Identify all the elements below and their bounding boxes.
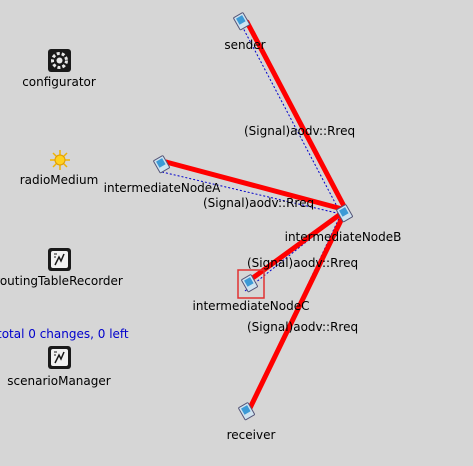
status-text: total 0 changes, 0 left: [0, 327, 129, 341]
sun-icon[interactable]: [50, 150, 70, 170]
message-label: (Signal)aodv::Rreq: [203, 196, 315, 210]
message-label: (Signal)aodv::Rreq: [247, 320, 359, 334]
host-sender-icon[interactable]: [233, 12, 250, 31]
receiver-label: receiver: [226, 428, 276, 442]
intermediateNodeA-label: intermediateNodeA: [103, 181, 221, 195]
gear-icon[interactable]: [48, 49, 71, 72]
link-receiver-b: [247, 207, 349, 411]
message-label: (Signal)aodv::Rreq: [247, 256, 359, 270]
scenarioManager-label: scenarioManager: [7, 374, 111, 388]
signal-paths: [161, 25, 342, 417]
host-receiver-icon[interactable]: [238, 402, 255, 421]
path-c-b: [244, 213, 342, 292]
configurator-label: configurator: [22, 75, 96, 89]
routingTableRecorder-label: routingTableRecorder: [0, 274, 123, 288]
scenario-manager-icon[interactable]: [48, 346, 71, 369]
message-label: (Signal)aodv::Rreq: [244, 124, 356, 138]
path-a-b: [161, 171, 342, 215]
intermediateNodeC-label: intermediateNodeC: [192, 299, 310, 313]
link-c-b: [247, 207, 349, 283]
recorder-icon[interactable]: [48, 248, 71, 271]
radioMedium-label: radioMedium: [19, 173, 99, 187]
wireless-links: [163, 19, 349, 411]
sender-label: sender: [224, 38, 266, 52]
host-intermediateNodeB-icon[interactable]: [336, 204, 353, 223]
link-a-b: [163, 159, 349, 213]
path-sender-b: [241, 25, 342, 215]
intermediateNodeB-label: intermediateNodeB: [284, 230, 402, 244]
host-intermediateNodeA-icon[interactable]: [153, 155, 170, 174]
selection-box: [237, 269, 265, 299]
link-sender-b: [244, 19, 349, 213]
host-intermediateNodeC-icon[interactable]: [241, 274, 258, 293]
